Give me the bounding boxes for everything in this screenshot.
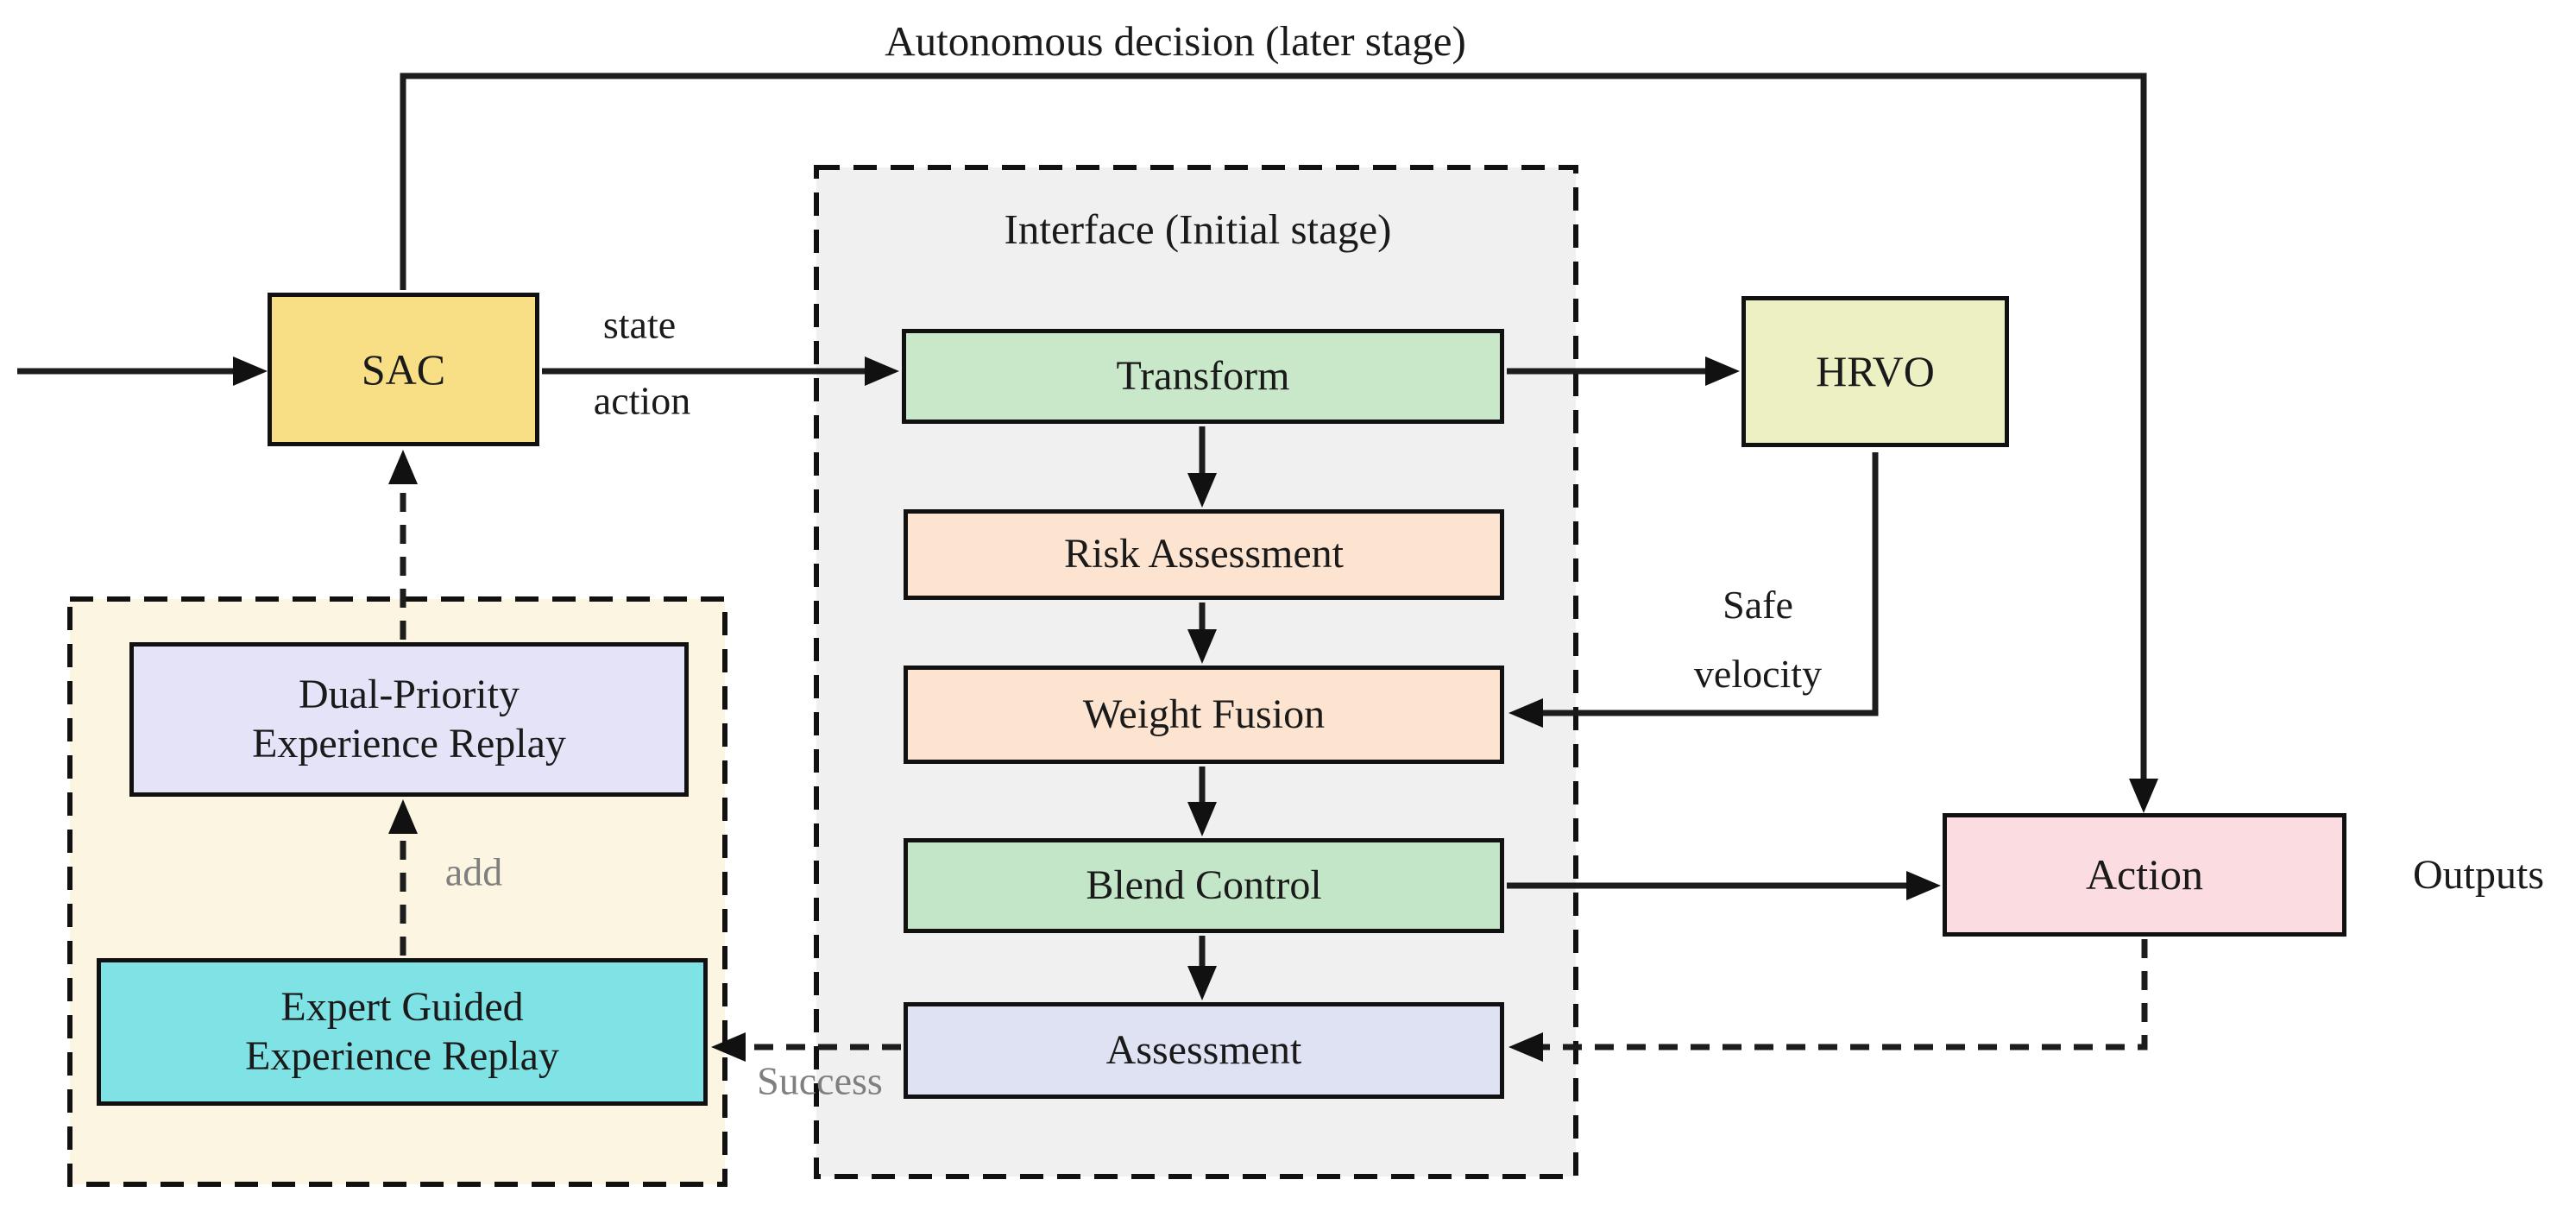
node-hrvo-label: HRVO [1816, 347, 1935, 395]
edge-hrvo-to-weight [1541, 452, 1879, 716]
arrowhead-expert-to-dual [388, 799, 418, 834]
node-weight-fusion-label: Weight Fusion [1082, 691, 1326, 737]
node-dual-priority-replay: Dual-Priority Experience Replay [129, 642, 689, 797]
node-hrvo: HRVO [1741, 296, 2009, 447]
arrowhead-assessment-to-expert [711, 1032, 746, 1062]
safe-velocity-line2: velocity [1693, 652, 1823, 696]
arrowhead-action-to-assessment [1508, 1032, 1543, 1062]
node-assessment-label: Assessment [1105, 1026, 1302, 1073]
arrowhead-transform-to-hrvo [1705, 356, 1740, 386]
arrowhead-input-to-sac [233, 356, 268, 386]
node-risk-assessment: Risk Assessment [904, 509, 1504, 600]
node-action: Action [1943, 813, 2346, 937]
action-edge-label: action [593, 378, 691, 423]
safe-velocity-edge-label: Safe velocity [1694, 571, 1822, 709]
edge-autonomous-decision [400, 73, 2147, 780]
node-expert-guided-line2: Experience Replay [245, 1032, 559, 1079]
node-dual-priority-line1: Dual-Priority [299, 671, 520, 717]
autonomous-decision-label: Autonomous decision (later stage) [885, 17, 1466, 66]
node-transform: Transform [902, 329, 1504, 424]
state-edge-label: state [602, 302, 677, 347]
safe-velocity-line1: Safe [1723, 583, 1793, 627]
add-edge-label: add [444, 849, 503, 894]
node-risk-assessment-label: Risk Assessment [1063, 531, 1345, 577]
arrowhead-transform-to-risk [1187, 473, 1217, 508]
arrowhead-blend-to-assessment [1187, 966, 1217, 1000]
node-sac: SAC [268, 293, 539, 446]
interface-container-title: Interface (Initial stage) [1004, 205, 1392, 254]
node-weight-fusion: Weight Fusion [904, 666, 1504, 764]
node-dual-priority-line2: Experience Replay [252, 720, 566, 767]
success-edge-label: Success [757, 1058, 883, 1103]
arrowhead-blend-to-action [1906, 871, 1941, 900]
node-assessment: Assessment [904, 1002, 1504, 1099]
arrowhead-risk-to-weight [1187, 629, 1217, 664]
edge-action-to-assessment [1541, 939, 2148, 1050]
node-action-label: Action [2085, 850, 2204, 899]
arrowhead-autonomous-to-action [2129, 779, 2158, 813]
node-expert-guided-line1: Expert Guided [280, 983, 524, 1030]
outputs-label: Outputs [2412, 851, 2545, 898]
node-expert-guided-replay: Expert Guided Experience Replay [97, 958, 708, 1106]
node-blend-control: Blend Control [904, 838, 1504, 933]
arrowhead-dual-to-sac [388, 450, 418, 484]
node-sac-label: SAC [361, 344, 446, 394]
arrowhead-hrvo-to-weight [1508, 698, 1543, 728]
arrowhead-sac-to-transform [865, 356, 899, 386]
arrowhead-weight-to-blend [1187, 802, 1217, 836]
node-transform-label: Transform [1116, 352, 1290, 399]
node-blend-control-label: Blend Control [1086, 861, 1322, 908]
